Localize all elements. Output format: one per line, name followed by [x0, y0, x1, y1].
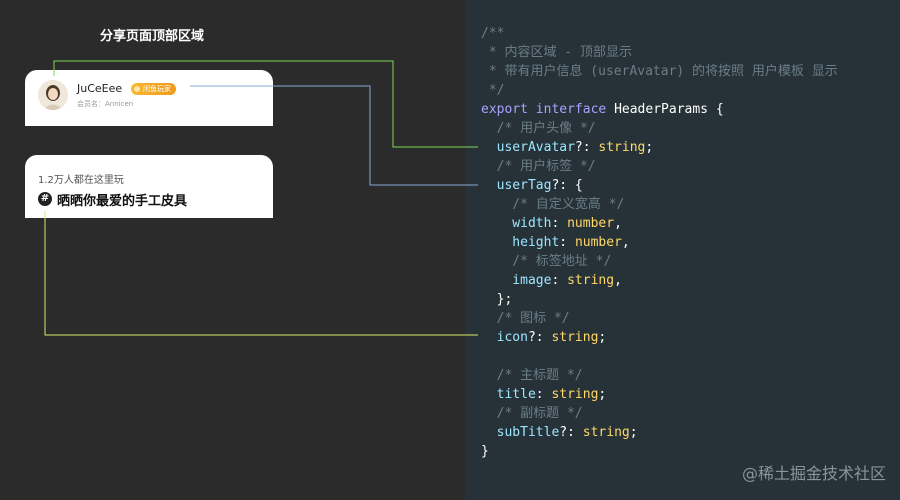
code-line: /* 自定义宽高 */	[481, 195, 838, 214]
code-token: ,	[614, 273, 622, 288]
code-token: :	[535, 387, 552, 402]
code-token: export	[481, 102, 528, 117]
code-pane	[465, 0, 900, 500]
code-token: interface	[535, 102, 607, 117]
code-token: }	[481, 444, 489, 459]
code-token: /**	[481, 26, 505, 41]
topic-title: 晒晒你最爱的手工皮具	[57, 194, 188, 209]
code-token: ?:	[559, 425, 583, 440]
code-token: * 带有用户信息 (userAvatar) 的将按照 用户模板 显示	[481, 64, 838, 79]
code-token: height	[481, 235, 560, 250]
code-token: /* 自定义宽高 */	[481, 197, 625, 212]
code-line: };	[481, 290, 838, 309]
code-line: userTag?: {	[481, 176, 838, 195]
code-line: * 带有用户信息 (userAvatar) 的将按照 用户模板 显示	[481, 62, 838, 81]
code-token: ;	[598, 330, 607, 345]
code-token: :	[551, 273, 568, 288]
code-line: /**	[481, 24, 838, 43]
code-token: :	[551, 216, 568, 231]
code-token: image	[481, 273, 552, 288]
code-token: width	[481, 216, 552, 231]
topic-card: 1.2万人都在这里玩 # 晒晒你最爱的手工皮具	[25, 155, 273, 218]
code-line: userAvatar?: string;	[481, 138, 838, 157]
code-line: /* 用户标签 */	[481, 157, 838, 176]
code-token: */	[481, 83, 505, 98]
code-token: ;	[629, 425, 638, 440]
code-token: icon	[481, 330, 528, 345]
code-line: /* 用户头像 */	[481, 119, 838, 138]
code-token: /* 图标 */	[481, 311, 570, 326]
code-token	[528, 102, 536, 117]
code-token: ?:	[527, 330, 552, 345]
code-line: image: string,	[481, 271, 838, 290]
code-token: ,	[621, 235, 630, 250]
code-token: ?: {	[551, 178, 583, 193]
watermark: @稀土掘金技术社区	[741, 464, 886, 483]
code-token: number	[567, 216, 615, 231]
code-token: /* 主标题 */	[481, 368, 583, 383]
code-token: HeaderParams {	[606, 102, 724, 117]
user-meta: 会员名：Annicen	[77, 100, 134, 108]
code-token: /* 标签地址 */	[481, 254, 612, 269]
code-token: string	[551, 387, 599, 402]
code-token: ;	[598, 387, 607, 402]
code-token: /* 用户标签 */	[481, 159, 596, 174]
code-token: };	[481, 292, 513, 307]
code-block: /** * 内容区域 - 顶部显示 * 带有用户信息 (userAvatar) …	[481, 24, 838, 461]
code-token: string	[598, 140, 646, 155]
user-tag-badge: 闲鱼玩家	[131, 83, 176, 95]
code-line: /* 标签地址 */	[481, 252, 838, 271]
code-token: :	[559, 235, 575, 250]
code-line: /* 副标题 */	[481, 404, 838, 423]
user-name: JuCeEee	[77, 82, 123, 95]
page-title: 分享页面顶部区域	[100, 29, 205, 44]
code-line: height: number,	[481, 233, 838, 252]
code-line: */	[481, 81, 838, 100]
user-card: JuCeEee 闲鱼玩家 会员名：Annicen	[25, 70, 273, 126]
code-line: }	[481, 442, 838, 461]
code-line: * 内容区域 - 顶部显示	[481, 43, 838, 62]
code-token: number	[574, 235, 622, 250]
code-token: string	[551, 330, 599, 345]
code-token: string	[567, 273, 615, 288]
code-token: /* 副标题 */	[481, 406, 583, 421]
code-token: userTag	[481, 178, 552, 193]
code-token: /* 用户头像 */	[481, 121, 596, 136]
code-line: icon?: string;	[481, 328, 838, 347]
code-line: /* 图标 */	[481, 309, 838, 328]
code-token: string	[582, 425, 630, 440]
code-line: width: number,	[481, 214, 838, 233]
code-token: subTitle	[481, 425, 560, 440]
code-line: export interface HeaderParams {	[481, 100, 838, 119]
avatar	[38, 80, 68, 110]
code-token: ;	[645, 140, 654, 155]
code-token: userAvatar	[481, 140, 575, 155]
code-token: * 内容区域 - 顶部显示	[481, 45, 632, 60]
topic-participant-count: 1.2万人都在这里玩	[38, 175, 124, 186]
code-line: title: string;	[481, 385, 838, 404]
hashtag-icon: #	[38, 192, 52, 206]
code-line	[481, 347, 838, 366]
code-line: subTitle?: string;	[481, 423, 838, 442]
code-line: /* 主标题 */	[481, 366, 838, 385]
code-token: ,	[614, 216, 622, 231]
code-token: ?:	[574, 140, 599, 155]
code-token: title	[481, 387, 536, 402]
